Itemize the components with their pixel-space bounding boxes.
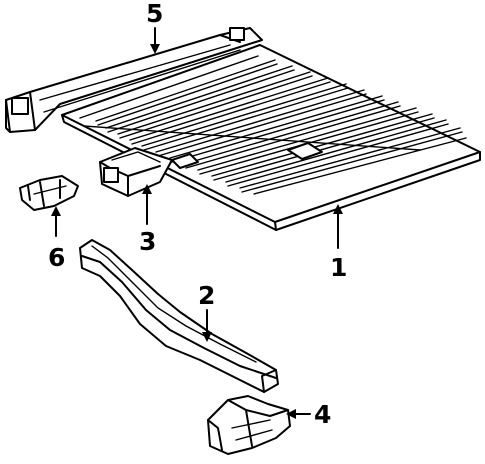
callout-5: 5 (146, 0, 163, 28)
callout-6: 6 (48, 243, 65, 272)
callout-2: 2 (198, 281, 215, 310)
part-4-rear-bracket (207, 395, 291, 455)
callout-4: 4 (314, 400, 331, 429)
leader-lines (51, 27, 343, 419)
part-5-front-sill (5, 27, 263, 133)
part-6-bracket (19, 175, 79, 211)
part-1-floor-pan (61, 44, 481, 231)
callout-1: 1 (330, 253, 347, 282)
callout-3: 3 (139, 227, 156, 256)
part-3-crossmember (99, 147, 173, 197)
part-2-frame-rail (79, 239, 279, 393)
